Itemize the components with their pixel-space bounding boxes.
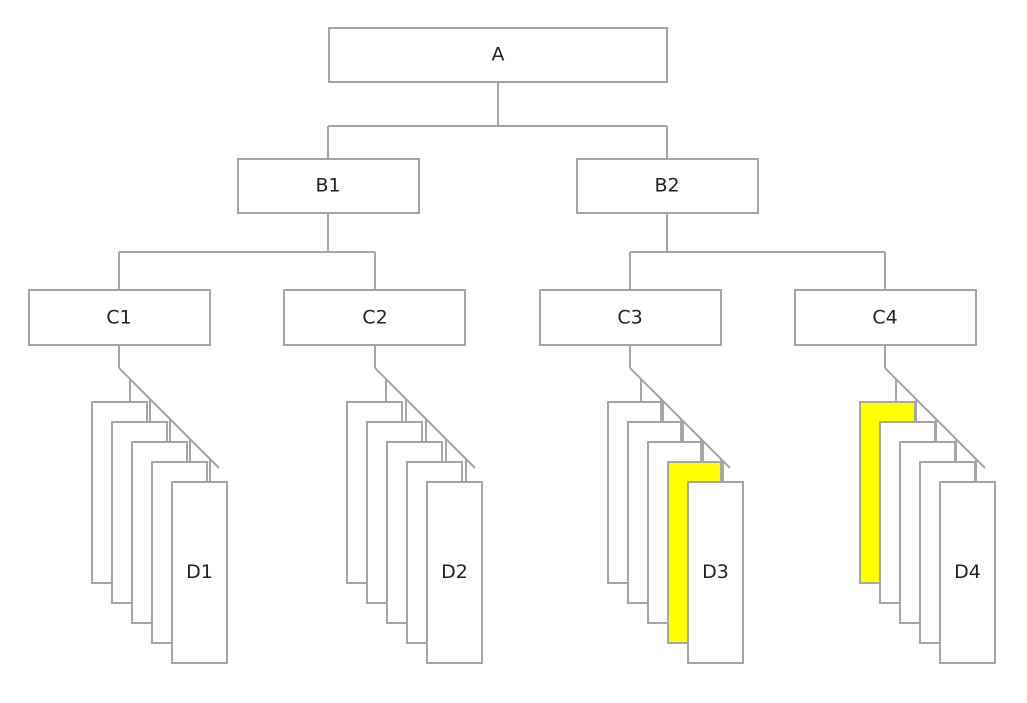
stack-fan-line [118, 367, 140, 389]
node-b2: B2 [576, 158, 759, 214]
stack-fan-line [944, 427, 966, 449]
stack-d1: D1 [91, 345, 228, 664]
node-c3: C3 [539, 289, 722, 346]
tree-connectors [118, 82, 886, 290]
stack-fan-line [924, 407, 946, 429]
stack-fan-line [198, 447, 220, 469]
node-c2: C2 [283, 289, 466, 346]
stack-fan-line [904, 387, 926, 409]
stack-fan-line [629, 367, 651, 389]
stack-fan-line [394, 387, 416, 409]
node-c3-label: C3 [617, 307, 642, 329]
stack-label: D2 [441, 561, 468, 583]
stack-fan-line [884, 367, 906, 389]
stack-fan-line [178, 427, 200, 449]
stack-fan-line [374, 367, 396, 389]
stack-fan-line [689, 427, 711, 449]
node-c4: C4 [794, 289, 977, 346]
node-b1: B1 [237, 158, 420, 214]
stack-fan-line [649, 387, 671, 409]
stack-fan-line [454, 447, 476, 469]
stack-fan-line [669, 407, 691, 429]
node-a: A [328, 27, 668, 83]
stack-fan-line [138, 387, 160, 409]
stack-label: D4 [954, 561, 981, 583]
stack-label: D1 [186, 561, 213, 583]
stack-fan-line [709, 447, 731, 469]
stack-d3: D3 [607, 345, 744, 664]
node-c1: C1 [28, 289, 211, 346]
stack-sheet [171, 481, 228, 664]
stack-d4: D4 [859, 345, 996, 664]
stack-sheet [939, 481, 996, 664]
node-c2-label: C2 [362, 307, 387, 329]
stack-label: D3 [702, 561, 729, 583]
stack-fan-line [434, 427, 456, 449]
node-c4-label: C4 [872, 307, 897, 329]
stack-fan-line [414, 407, 436, 429]
stack-fan-line [964, 447, 986, 469]
node-a-label: A [492, 44, 505, 66]
node-b2-label: B2 [654, 175, 679, 197]
stack-fan-line [158, 407, 180, 429]
node-b1-label: B1 [315, 175, 340, 197]
stack-sheet [687, 481, 744, 664]
stack-sheet [426, 481, 483, 664]
stack-d2: D2 [346, 345, 483, 664]
node-c1-label: C1 [106, 307, 131, 329]
